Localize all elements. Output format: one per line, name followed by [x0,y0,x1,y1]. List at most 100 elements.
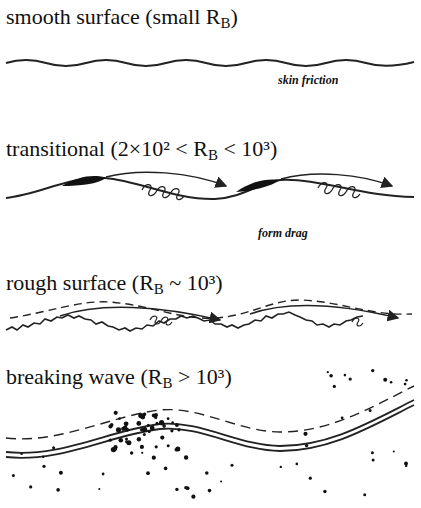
eddies [318,183,360,198]
droplet [119,438,124,443]
droplet [102,473,105,476]
droplet [143,433,146,436]
droplet [136,421,141,426]
regime-heading: rough surface (RB ~ 10³) [6,270,223,302]
droplet [220,481,222,483]
droplet [148,430,151,433]
droplet [369,409,372,412]
displaced-surface [6,386,414,439]
droplet [305,444,308,447]
droplet [137,437,141,441]
droplet [111,447,116,452]
regime-heading: transitional (2×10² < RB < 10³) [6,136,277,168]
droplet [109,439,112,442]
droplet [124,421,129,426]
droplet [116,427,121,432]
droplet [142,413,146,417]
droplet [349,378,352,381]
droplet [126,440,131,445]
droplet [175,423,179,427]
droplet [371,451,374,454]
droplet [184,455,188,459]
flow-arrow [250,305,398,318]
eddies [150,316,172,325]
droplet [52,446,55,449]
droplet [171,421,174,424]
droplet [147,424,150,427]
separation-patch [236,180,280,193]
droplet [20,452,23,455]
droplet [186,486,190,490]
regime-heading: breaking wave (RB > 10³) [6,364,232,396]
droplet [125,437,128,440]
displaced-surface [10,300,412,318]
droplet [42,456,44,458]
droplet [231,464,234,467]
label-text: > 10³) [172,364,231,389]
label-text: rough surface (R [6,270,154,295]
eddies [352,318,363,326]
label-text: ) [230,4,237,29]
droplet [140,445,144,449]
label-text: breaking wave (R [6,364,162,389]
droplet [114,411,118,415]
flow-arrow [60,307,220,320]
droplet [191,495,195,499]
droplet [309,477,312,480]
droplet [296,463,299,466]
droplet [333,385,336,388]
droplet [141,452,143,454]
droplet [12,474,15,477]
droplet [208,489,212,493]
label-text: ~ 10³) [164,270,223,295]
label-text: form drag [258,226,308,240]
droplet [146,471,150,475]
droplet [143,412,146,415]
droplet [363,493,366,496]
droplet [56,488,60,492]
droplet [150,426,155,431]
droplet [372,458,375,461]
eddies [142,185,184,200]
droplet [156,422,159,425]
separation-patch [62,176,106,186]
subscript: B [220,15,230,31]
breaking-wave [6,405,414,458]
label-text: skin friction [278,73,338,87]
droplet [323,490,326,493]
droplet [167,417,170,420]
label-text: transitional (2×10² < R [6,136,208,161]
droplet [175,448,179,452]
rough-wave [6,312,363,331]
droplet [159,420,164,425]
droplet [383,378,387,382]
droplet [390,381,393,384]
droplet [118,417,121,420]
droplet [341,416,344,419]
droplet [98,488,100,490]
droplet [29,485,32,488]
droplet [175,488,178,491]
droplet [393,450,395,452]
droplet [405,465,407,467]
subscript: B [208,147,218,163]
droplet [175,447,180,452]
droplet [108,424,112,428]
droplet [170,429,173,432]
droplet [371,369,374,372]
droplet [404,383,407,386]
droplet [167,444,170,447]
droplet [344,374,347,377]
regime-heading: smooth surface (small RB) [6,4,238,36]
droplet [152,414,156,418]
subscript: B [162,375,172,391]
droplet [205,471,209,475]
droplet [160,436,164,440]
annotation: skin friction [278,73,338,88]
droplet [177,428,180,431]
flow-arrow [281,174,392,186]
subscript: B [154,281,164,297]
droplet [405,379,408,382]
smooth-wave [6,60,414,66]
